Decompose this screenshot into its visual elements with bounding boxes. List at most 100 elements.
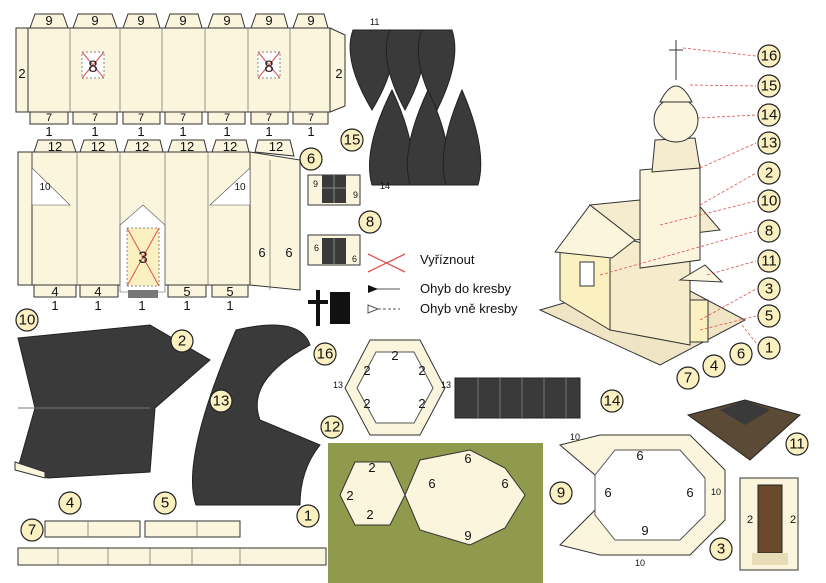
svg-text:16: 16	[317, 346, 334, 363]
fold-num: 6	[314, 243, 319, 253]
svg-text:4: 4	[66, 495, 74, 512]
fold-num: 2	[335, 66, 342, 81]
callout-10: 10	[15, 308, 39, 332]
part-15-dome-petals: 11 14	[349, 17, 482, 191]
fold-num: 2	[18, 66, 25, 81]
callout-3: 3	[709, 537, 733, 561]
part-1-base: 2 2 2 6 6 6 9	[328, 443, 543, 583]
callout-7: 7	[20, 518, 44, 542]
legend-cut: Vyříznout	[367, 252, 475, 273]
fold-num: 10	[570, 432, 580, 442]
svg-text:15: 15	[344, 132, 361, 149]
part-3-gable-wall: 3 12 12 12 12 12 12 6 6 4 4 5 5 1 1 1 1 …	[17, 139, 301, 313]
part-13-curved-roof	[191, 324, 321, 506]
fold-num: 5	[183, 284, 190, 299]
callout-14-sheet: 14	[600, 389, 624, 413]
svg-text:3: 3	[765, 281, 773, 298]
fold-num: 7	[224, 112, 230, 124]
fold-num: 6	[604, 485, 611, 500]
fold-num: 9	[45, 13, 52, 28]
callout-6: 6	[299, 147, 323, 171]
callout-8: 8	[358, 210, 382, 234]
fold-num: 2	[346, 488, 353, 503]
svg-text:10: 10	[19, 312, 36, 329]
fold-num: 6	[686, 485, 693, 500]
fold-num: 9	[137, 13, 144, 28]
part-14-dark-strip	[454, 377, 581, 419]
fold-num: 1	[137, 124, 144, 139]
fold-num: 2	[363, 396, 370, 411]
legend-fold-out: Ohyb vně kresby	[367, 301, 518, 316]
fold-num: 9	[641, 523, 648, 538]
fold-num: 10	[711, 487, 721, 497]
svg-text:7: 7	[28, 522, 36, 539]
fold-num: 10	[635, 558, 645, 568]
fold-num: 2	[790, 514, 796, 526]
window-cutout: 8	[81, 51, 105, 79]
svg-text:13: 13	[761, 135, 778, 152]
svg-text:11: 11	[789, 436, 805, 453]
part-3-door: 2 2	[739, 477, 799, 571]
callout-8b: 8	[757, 219, 781, 243]
fold-num: 1	[179, 124, 186, 139]
fold-num: 5	[226, 284, 233, 299]
svg-text:12: 12	[324, 419, 341, 436]
callout-1b: 1	[757, 336, 781, 360]
callout-3b: 3	[757, 277, 781, 301]
part-12-hexagon-ring: 2 2 2 2 2 13 13	[333, 339, 451, 436]
svg-text:14: 14	[604, 393, 621, 410]
fold-num: 7	[180, 112, 186, 124]
fold-num: 13	[441, 380, 451, 390]
part-16-cross	[308, 290, 350, 326]
svg-text:8: 8	[366, 214, 374, 231]
callout-7b: 7	[676, 366, 700, 390]
callout-15: 15	[757, 74, 781, 98]
fold-num: 1	[138, 298, 145, 313]
fold-num: 6	[352, 254, 357, 264]
svg-text:5: 5	[161, 495, 169, 512]
svg-text:3: 3	[717, 541, 725, 558]
fold-num: 11	[370, 17, 379, 27]
fold-num: 1	[307, 124, 314, 139]
fold-num: 2	[391, 348, 398, 363]
fold-num: 13	[333, 380, 343, 390]
fold-num: 6	[636, 448, 643, 463]
callout-4: 4	[58, 491, 82, 515]
parts-4-5-7-strips	[17, 520, 327, 566]
fold-num: 1	[265, 124, 272, 139]
part-9-octagon-ring: 6 6 6 9 10 10 10	[558, 432, 726, 568]
callout-6b: 6	[729, 342, 753, 366]
svg-text:9: 9	[557, 485, 565, 502]
fold-num: 7	[92, 112, 98, 124]
legend-cut-label: Vyříznout	[420, 252, 475, 267]
fold-num: 6	[464, 451, 471, 466]
legend-fold-in: Ohyb do kresby	[368, 281, 512, 296]
fold-num: 7	[266, 112, 272, 124]
fold-num: 1	[223, 124, 230, 139]
fold-num: 12	[180, 139, 194, 154]
fold-num: 10	[39, 182, 51, 193]
callout-13-sheet: 13	[209, 389, 233, 413]
callout-5b: 5	[757, 304, 781, 328]
fold-num: 12	[269, 139, 283, 154]
window-label: 8	[88, 57, 97, 76]
svg-text:11: 11	[761, 253, 777, 270]
fold-num: 2	[366, 507, 373, 522]
fold-num: 14	[380, 181, 390, 191]
callout-1: 1	[296, 504, 320, 528]
fold-num: 9	[91, 13, 98, 28]
fold-num: 9	[179, 13, 186, 28]
callout-16: 16	[757, 44, 781, 68]
callout-11: 11	[785, 432, 809, 456]
fold-num: 9	[353, 190, 358, 200]
svg-text:15: 15	[761, 78, 778, 95]
fold-num: 2	[368, 460, 375, 475]
window-cutout: 8	[257, 51, 281, 79]
callout-15-sheet: 15	[340, 128, 364, 152]
fold-num: 7	[138, 112, 144, 124]
legend: Vyříznout Ohyb do kresby Ohyb vně kresby	[367, 252, 518, 316]
fold-num: 2	[418, 363, 425, 378]
callout-4b: 4	[702, 354, 726, 378]
svg-text:8: 8	[765, 223, 773, 240]
fold-num: 6	[428, 476, 435, 491]
